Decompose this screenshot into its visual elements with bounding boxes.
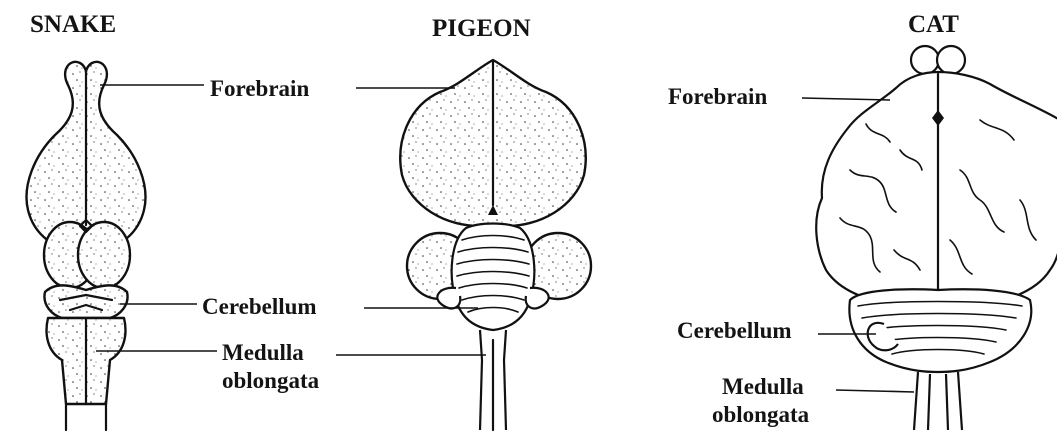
cerebellum-label: Cerebellum <box>202 294 317 319</box>
pigeon-brain-drawing <box>400 60 591 430</box>
snake-cerebellum <box>44 285 127 318</box>
cat-medulla-leader-line <box>836 390 914 392</box>
cat-forebrain-leader-line <box>802 98 890 100</box>
cat-medulla <box>914 372 962 430</box>
cat-forebrain-label: Forebrain <box>668 84 767 109</box>
pigeon-title: PIGEON <box>432 15 531 42</box>
cat-medulla-label-line2: oblongata <box>712 402 810 427</box>
cat-cerebellum-label: Cerebellum <box>677 318 792 343</box>
cat-olfactory-bulb-left <box>911 46 939 74</box>
cat-olfactory-bulb-right <box>937 46 965 74</box>
medulla-label-line2: oblongata <box>222 368 320 393</box>
snake-brain-drawing <box>27 62 146 430</box>
cat-title: CAT <box>908 11 959 38</box>
forebrain-label: Forebrain <box>210 76 309 101</box>
cat-medulla-label-line1: Medulla <box>722 374 804 399</box>
cat-forebrain <box>816 72 1057 308</box>
cat-brain-drawing <box>816 46 1057 430</box>
medulla-label-line1: Medulla <box>222 340 304 365</box>
snake-title: SNAKE <box>30 11 116 38</box>
